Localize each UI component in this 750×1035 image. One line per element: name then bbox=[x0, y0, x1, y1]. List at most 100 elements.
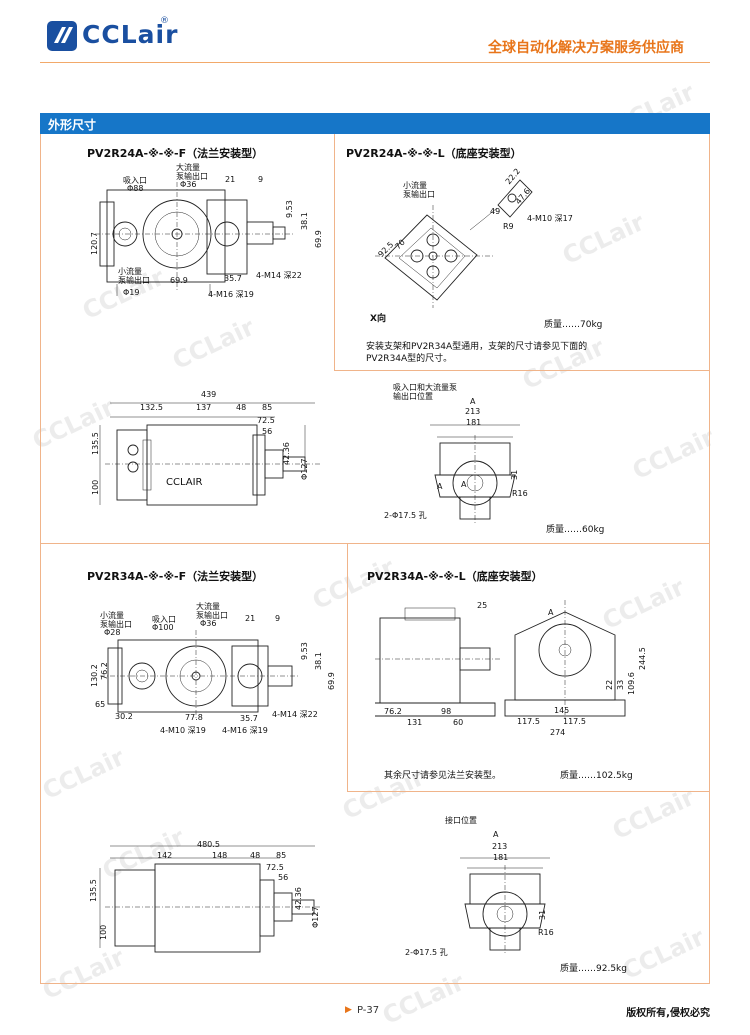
label: 吸入口和大流量泵 bbox=[393, 383, 457, 392]
label: Φ127 bbox=[300, 458, 309, 480]
label: 85 bbox=[262, 403, 273, 412]
label: 181 bbox=[493, 853, 509, 862]
page-number: P-37 bbox=[357, 1005, 380, 1016]
label: 31 bbox=[538, 909, 547, 920]
nameplate-text: CCLAIR bbox=[166, 477, 203, 488]
label: 98 bbox=[441, 707, 452, 716]
label: 135.5 bbox=[89, 879, 98, 902]
label: 439 bbox=[201, 390, 217, 399]
logo-text: CCLair bbox=[82, 20, 179, 49]
label: 35.7 bbox=[240, 714, 258, 723]
label: 148 bbox=[212, 851, 228, 860]
label: Φ100 bbox=[152, 623, 174, 632]
label: 65 bbox=[95, 700, 106, 709]
label: 48 bbox=[250, 851, 261, 860]
label: 30.2 bbox=[115, 712, 133, 721]
label: 9 bbox=[258, 175, 264, 184]
panel-title: PV2R24A-※-※-F（法兰安装型） bbox=[87, 147, 264, 160]
label: 76.2 bbox=[100, 662, 109, 680]
pv2r24a-base-drawing bbox=[375, 205, 498, 308]
label: 131 bbox=[407, 718, 423, 727]
label: 76.2 bbox=[384, 707, 402, 716]
label: 100 bbox=[99, 924, 108, 940]
label: 22 bbox=[605, 679, 614, 690]
pv2r34a-base-side-drawing bbox=[375, 607, 500, 717]
view-label: X向 bbox=[370, 314, 386, 324]
pv2r34a-side-drawing bbox=[99, 845, 320, 953]
label: 小流量 bbox=[118, 267, 142, 276]
label: Φ36 bbox=[200, 619, 217, 628]
label: A bbox=[437, 482, 443, 491]
pv2r34a-end-drawing bbox=[460, 857, 550, 955]
logo-icon bbox=[47, 21, 77, 51]
label: A bbox=[461, 480, 467, 489]
divider bbox=[334, 370, 710, 371]
pv2r34a-flange-front-drawing bbox=[100, 630, 300, 720]
label: 117.5 bbox=[563, 717, 586, 726]
label: 吸入口 bbox=[123, 176, 147, 185]
label: 42.36 bbox=[294, 887, 303, 910]
divider bbox=[40, 543, 710, 544]
label: 9.53 bbox=[285, 200, 294, 218]
label: 38.1 bbox=[300, 212, 309, 230]
label: 4-M14 深22 bbox=[272, 710, 318, 719]
label: 72.5 bbox=[257, 416, 275, 425]
label: 21 bbox=[225, 175, 236, 184]
label: 4-M16 深19 bbox=[208, 290, 254, 299]
label: 泵输出口 bbox=[118, 276, 150, 285]
label: 38.1 bbox=[314, 652, 323, 670]
label: 49 bbox=[490, 207, 501, 216]
copyright-text: 版权所有,侵权必究 bbox=[626, 1008, 710, 1019]
label: 145 bbox=[554, 706, 570, 715]
weight-text: 质量……102.5kg bbox=[560, 771, 633, 781]
label: 56 bbox=[278, 873, 289, 882]
label: 4-M14 深22 bbox=[256, 271, 302, 280]
panel-title: PV2R34A-※-※-F（法兰安装型） bbox=[87, 570, 264, 583]
label: 输出口位置 bbox=[393, 392, 433, 401]
label: 泵输出口 bbox=[403, 190, 435, 199]
label: 69.9 bbox=[314, 230, 323, 248]
label: 48 bbox=[236, 403, 247, 412]
panel-title: PV2R34A-※-※-L（底座安装型） bbox=[367, 570, 543, 583]
page-arrow-icon: ▶ bbox=[345, 1005, 352, 1015]
label: 4-M10 深19 bbox=[160, 726, 206, 735]
label: R16 bbox=[538, 928, 554, 937]
panel-title: PV2R24A-※-※-L（底座安装型） bbox=[346, 147, 522, 160]
content-frame bbox=[40, 134, 710, 984]
note-text: 其余尺寸请参见法兰安装型。 bbox=[384, 771, 502, 781]
label: 泵输出口 bbox=[196, 611, 228, 620]
label: 142 bbox=[157, 851, 173, 860]
label: A bbox=[548, 608, 554, 617]
label: 吸入口 bbox=[152, 615, 176, 624]
label: 480.5 bbox=[197, 840, 220, 849]
label: 泵输出口 bbox=[176, 172, 208, 181]
label: 130.2 bbox=[90, 664, 99, 687]
label: R16 bbox=[512, 489, 528, 498]
label: 181 bbox=[466, 418, 482, 427]
weight-text: 质量……92.5kg bbox=[560, 964, 627, 974]
note-text: 安装支架和PV2R34A型通用，支架的尺寸请参见下面的 bbox=[366, 342, 588, 352]
label: 9.53 bbox=[300, 642, 309, 660]
divider bbox=[334, 134, 335, 370]
label: 4-M16 深19 bbox=[222, 726, 268, 735]
label: 25 bbox=[477, 601, 488, 610]
label: 9 bbox=[275, 614, 281, 623]
label: 42.36 bbox=[282, 442, 291, 465]
port-detail-drawing bbox=[497, 179, 533, 218]
pv2r34a-base-end-drawing bbox=[504, 600, 626, 720]
label: R9 bbox=[503, 222, 514, 231]
label: 120.7 bbox=[90, 232, 99, 255]
label: 85 bbox=[276, 851, 287, 860]
label: 109.6 bbox=[627, 672, 636, 695]
label: Φ19 bbox=[123, 288, 140, 297]
label: 大流量 bbox=[196, 602, 220, 611]
label: A bbox=[470, 397, 476, 406]
label: 274 bbox=[550, 728, 566, 737]
pv2r24a-end-drawing bbox=[430, 424, 520, 523]
label: Φ88 bbox=[127, 184, 144, 193]
label: Φ36 bbox=[180, 180, 197, 189]
label: 泵输出口 bbox=[100, 620, 132, 629]
label: 72.5 bbox=[266, 863, 284, 872]
label: 132.5 bbox=[140, 403, 163, 412]
label: 135.5 bbox=[91, 432, 100, 455]
